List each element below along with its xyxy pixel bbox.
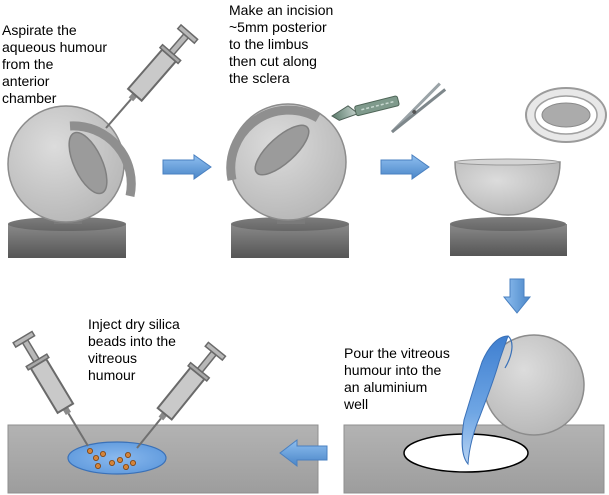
scalpel-icon [331, 95, 400, 121]
step2-caption: Make an incision ~5mm posterior to the l… [229, 2, 334, 86]
syringe-icon [95, 23, 200, 137]
arrow-right-icon [162, 154, 212, 180]
arrow-right-icon [380, 154, 430, 180]
stand-3 [450, 217, 567, 256]
arrow-down-icon [502, 278, 532, 314]
step3-illustration [450, 87, 607, 256]
vitreous-pool [67, 441, 167, 475]
step1-caption: Aspirate the aqueous humour from the ant… [2, 22, 108, 106]
step5-caption: Inject dry silica beads into the vitreou… [88, 316, 180, 383]
step4-caption: Pour the vitreous humour into the an alu… [344, 345, 450, 412]
anterior-segment [525, 87, 607, 143]
step4-illustration [343, 334, 605, 494]
step2-illustration [226, 82, 447, 258]
step5-illustration [7, 329, 319, 494]
silica-beads [87, 447, 136, 470]
scissors-icon [390, 82, 447, 134]
step1-illustration [7, 23, 200, 258]
eyecup [454, 158, 561, 216]
arrow-left-icon [279, 438, 328, 468]
eyeball-1 [7, 105, 136, 223]
eyeball-2 [226, 103, 347, 221]
vitreous-stream [461, 335, 509, 466]
